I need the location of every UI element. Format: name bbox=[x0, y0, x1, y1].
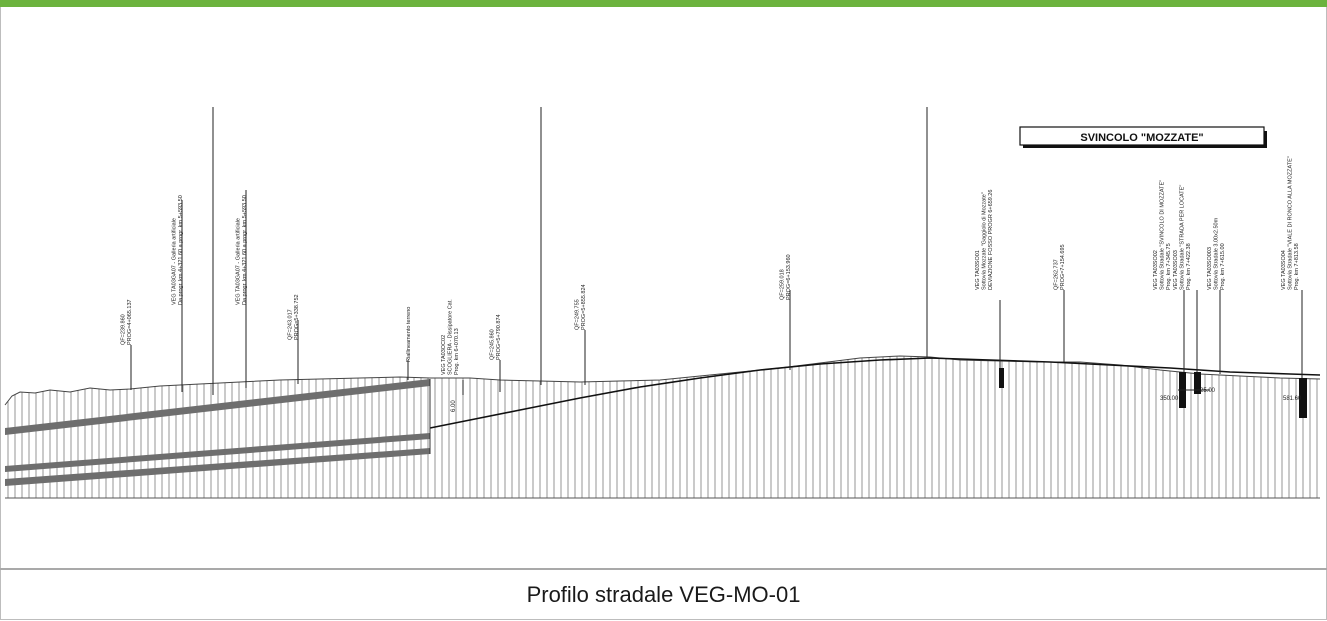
annotation-a12: VEG TA03SO02Sottovia Stradale "SVINCOLO … bbox=[1153, 180, 1172, 290]
annotation-a10: VEG TA03SO01Sottovia Mozzate "Gaggiolo d… bbox=[975, 190, 994, 290]
annotation-line: VEG TA03GA07 - Galleria artificiale bbox=[236, 218, 242, 305]
annotation-line: PROG=7+154.695 bbox=[1060, 244, 1066, 290]
annotation-line: DEVIAZIONE FOSSO PROGR 6+659.26 bbox=[988, 190, 994, 290]
annotation-texts: QF=239.860PROG=4+065.137 VEG TA03GA07 - … bbox=[121, 156, 1301, 375]
annotation-line: Sottovia Stradale "STRADA PER LOCATE" bbox=[1180, 185, 1186, 290]
annotation-line: SCOGLIERA - Dissipatore Cat. bbox=[448, 299, 454, 375]
structure-block-3 bbox=[1194, 372, 1201, 394]
dim-label-left: 6.00 bbox=[451, 400, 457, 412]
annotation-a9: QF=259.018PROG=6+153.960 bbox=[780, 254, 793, 300]
structure-block-4 bbox=[1299, 378, 1307, 418]
structure-label-3: 581.60 bbox=[1283, 396, 1302, 402]
annotation-a5: Riallineamento terreno bbox=[406, 307, 412, 362]
annotation-line: PROG=5+855.824 bbox=[581, 284, 587, 330]
annotation-a8: QF=249.755PROG=5+855.824 bbox=[575, 284, 588, 330]
annotation-a3: VEG TA03GA07 - Galleria artificialeDa pr… bbox=[236, 195, 249, 305]
annotation-line: PROG=5+338.752 bbox=[294, 294, 300, 340]
annotation-line: Da progr. km 4+321.60 a progr. km 5+593.… bbox=[242, 195, 248, 305]
annotation-line: QF=262.737 bbox=[1054, 259, 1060, 290]
annotation-line: VEG TA03GA07 - Galleria artificiale bbox=[172, 218, 178, 305]
structure-label-1: 350.00 bbox=[1160, 396, 1179, 402]
annotation-a14: VEG TA03SO003Sottovia Stradale 3.00x2.50… bbox=[1207, 217, 1226, 290]
annotation-line: VEG TA03SO01 bbox=[975, 250, 981, 290]
annotation-line: Sottovia Stradale "VIALE DI RONCO ALLA M… bbox=[1288, 156, 1294, 290]
annotation-a11: QF=262.737PROG=7+154.695 bbox=[1054, 244, 1067, 290]
annotation-line: QF=259.018 bbox=[780, 269, 786, 300]
annotation-line: VEG TA03SO02 bbox=[1153, 250, 1159, 290]
annotation-line: VEG TA03SO03 bbox=[1173, 250, 1179, 290]
annotation-a13: VEG TA03SO03Sottovia Stradale "STRADA PE… bbox=[1173, 185, 1192, 290]
structure-label-2: 25.00 bbox=[1200, 388, 1216, 394]
annotation-a6: VEG TA03OC02SCOGLIERA - Dissipatore Cat.… bbox=[441, 299, 460, 375]
caption-divider bbox=[0, 568, 1327, 570]
annotation-line: PROG=4+065.137 bbox=[127, 299, 133, 345]
annotation-line: PROG=5+790.874 bbox=[496, 314, 502, 360]
tunnel-upper-band bbox=[5, 379, 430, 435]
annotation-line: Sottovia Stradale 3.00x2.50m bbox=[1214, 217, 1220, 290]
annotation-line: QF=245.860 bbox=[490, 329, 496, 360]
annotation-line: QF=243.017 bbox=[288, 309, 294, 340]
ground-line bbox=[4, 355, 1321, 406]
tunnel-middle-band bbox=[5, 433, 430, 472]
annotation-line: Prog. km 7+422.38 bbox=[1186, 243, 1192, 290]
title-box-text: SVINCOLO "MOZZATE" bbox=[1080, 132, 1203, 144]
annotation-leaders bbox=[130, 190, 1303, 395]
annotation-line: QF=239.860 bbox=[121, 314, 127, 345]
annotation-line: Prog. km 7+615.00 bbox=[1220, 243, 1226, 290]
annotation-line: Prog. km 7+345.75 bbox=[1166, 243, 1172, 290]
ground-hatching bbox=[7, 356, 1318, 498]
annotation-line: Da progr. km 4+321.60 a progr. km 5+593.… bbox=[178, 195, 184, 305]
annotation-line: VEG TA03SO04 bbox=[1281, 250, 1287, 290]
annotation-line: VEG TA03OC02 bbox=[441, 335, 447, 375]
annotation-a1: QF=239.860PROG=4+065.137 bbox=[121, 299, 134, 345]
tunnel-lower-band bbox=[5, 448, 430, 486]
annotation-line: VEG TA03SO003 bbox=[1207, 247, 1213, 290]
road-grade-line bbox=[429, 357, 1321, 429]
figure-caption: Profilo stradale VEG-MO-01 bbox=[526, 582, 801, 607]
annotation-a7: QF=245.860PROG=5+790.874 bbox=[490, 314, 503, 360]
annotation-a2: VEG TA03GA07 - Galleria artificialeDa pr… bbox=[172, 195, 185, 305]
title-box bbox=[1019, 126, 1265, 146]
annotation-a4: QF=243.017PROG=5+338.752 bbox=[288, 294, 301, 340]
annotation-line: Prog. km 7+813.58 bbox=[1294, 243, 1300, 290]
annotation-line: QF=249.755 bbox=[575, 299, 581, 330]
annotation-line: Sottovia Mozzate "Gaggiolo di Mozzate" bbox=[982, 192, 988, 290]
annotation-line: PROG=6+153.960 bbox=[786, 254, 792, 300]
annotation-line: Prog. km 6+070.13 bbox=[454, 328, 460, 375]
annotation-a15: VEG TA03SO04Sottovia Stradale "VIALE DI … bbox=[1281, 156, 1300, 290]
annotation-line: Riallineamento terreno bbox=[406, 307, 412, 362]
annotation-line: Sottovia Stradale "SVINCOLO DI MOZZATE" bbox=[1160, 180, 1166, 290]
road-profile-drawing: 6.00 350.00 25.00 581.60 SVINCOLO "MOZZA… bbox=[4, 107, 1321, 499]
top-accent-bar bbox=[0, 0, 1327, 7]
structure-block-1 bbox=[999, 368, 1004, 388]
